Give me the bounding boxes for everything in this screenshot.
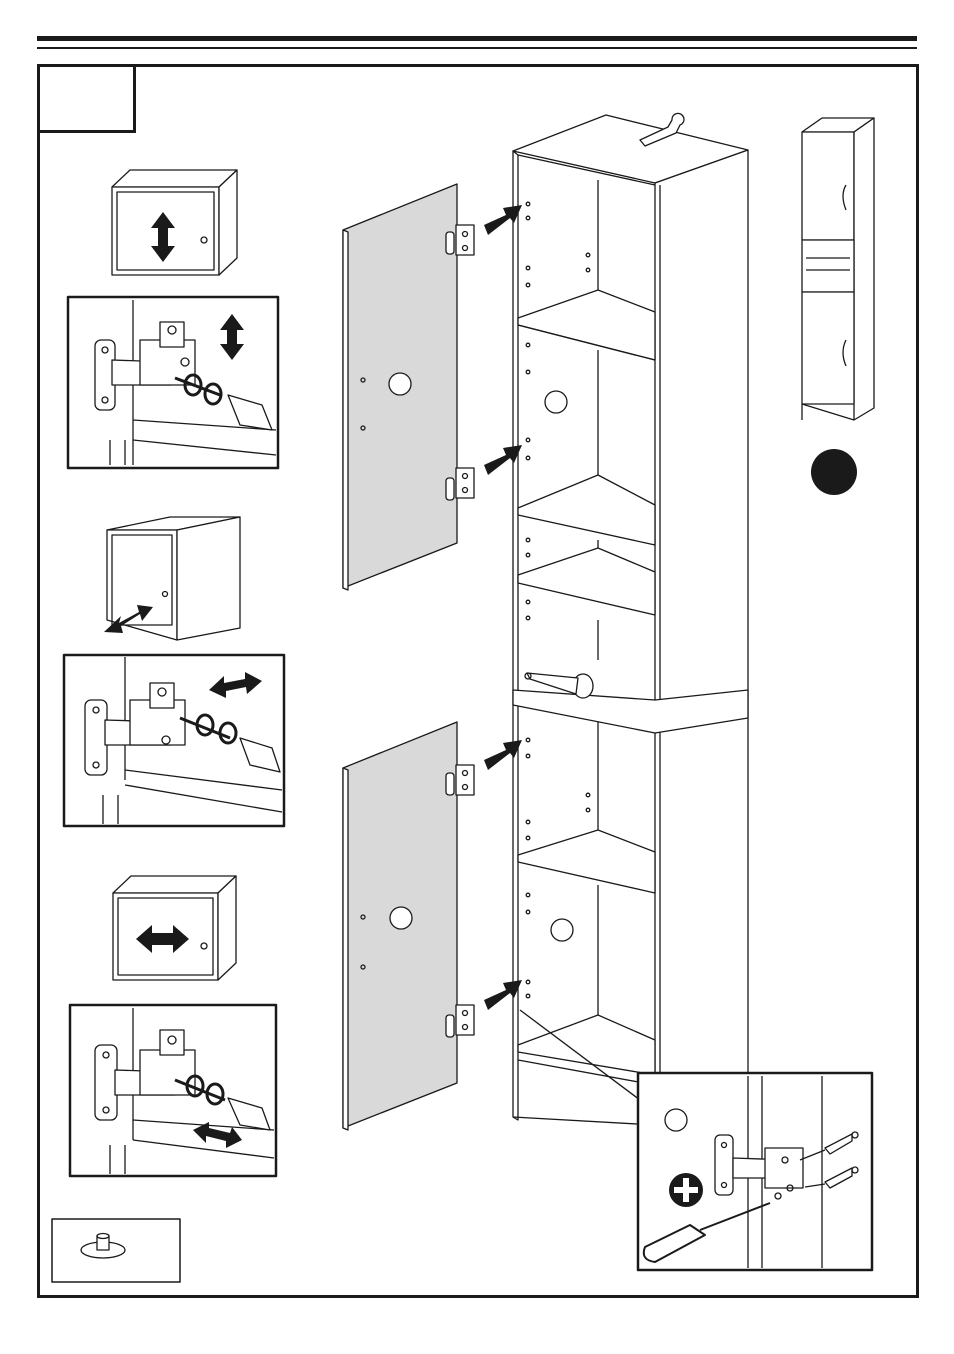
arrow-icon xyxy=(484,980,522,1010)
horizontal-arrow-icon xyxy=(209,672,262,698)
hinge-icon xyxy=(445,467,475,501)
cam-hole xyxy=(550,918,574,942)
screw-icon xyxy=(799,1131,859,1189)
arrow-icon xyxy=(484,205,522,235)
cam-hole xyxy=(664,1108,688,1132)
header-rule-thin xyxy=(37,47,917,49)
part-box xyxy=(51,1218,181,1283)
vertical-arrow-icon xyxy=(151,212,175,262)
hinge-icon xyxy=(84,682,186,776)
hinge-screw-inset xyxy=(636,1071,874,1272)
hinge-detail-depth xyxy=(62,653,286,828)
hinge-icon xyxy=(94,1029,196,1121)
tall-cabinet xyxy=(512,112,749,1126)
hinge-icon xyxy=(94,321,196,411)
vertical-arrow-icon xyxy=(220,314,244,360)
hinge-icon xyxy=(445,764,475,796)
horizontal-arrow-icon xyxy=(104,605,153,633)
pilot-holes xyxy=(525,201,591,999)
horizontal-arrow-icon xyxy=(193,1122,242,1148)
hinge-icon xyxy=(445,1004,475,1038)
hinge-icon xyxy=(714,1134,804,1200)
screwdriver-icon xyxy=(174,373,273,431)
upper-door xyxy=(342,183,458,591)
cabinet-height-thumbnail xyxy=(111,169,238,276)
step-number-box xyxy=(37,64,136,133)
cabinet-overview xyxy=(801,117,875,421)
arrow-icon xyxy=(484,740,522,770)
hinge-detail-height xyxy=(66,295,280,470)
phillips-cross-icon xyxy=(669,1173,703,1207)
direction-arrows xyxy=(484,205,522,1010)
horizontal-arrow-icon xyxy=(136,925,189,953)
lower-door xyxy=(342,721,458,1131)
instruction-frame xyxy=(37,64,919,1298)
arrow-icon xyxy=(484,445,522,475)
screw-icon xyxy=(524,672,594,699)
hinge-detail-side xyxy=(68,1003,278,1178)
cabinet-depth-thumbnail xyxy=(106,516,241,641)
marker-dot xyxy=(811,449,857,495)
knob-icon xyxy=(80,1232,126,1259)
screwdriver-icon xyxy=(174,1074,271,1131)
cam-hole xyxy=(544,390,568,414)
door-knob-dot xyxy=(200,236,208,244)
leader-line xyxy=(519,1009,641,1101)
screwdriver-icon xyxy=(179,713,281,773)
header-rule-thick xyxy=(37,36,917,41)
hinge-icon xyxy=(445,224,475,256)
screwdriver-icon xyxy=(642,1202,771,1263)
